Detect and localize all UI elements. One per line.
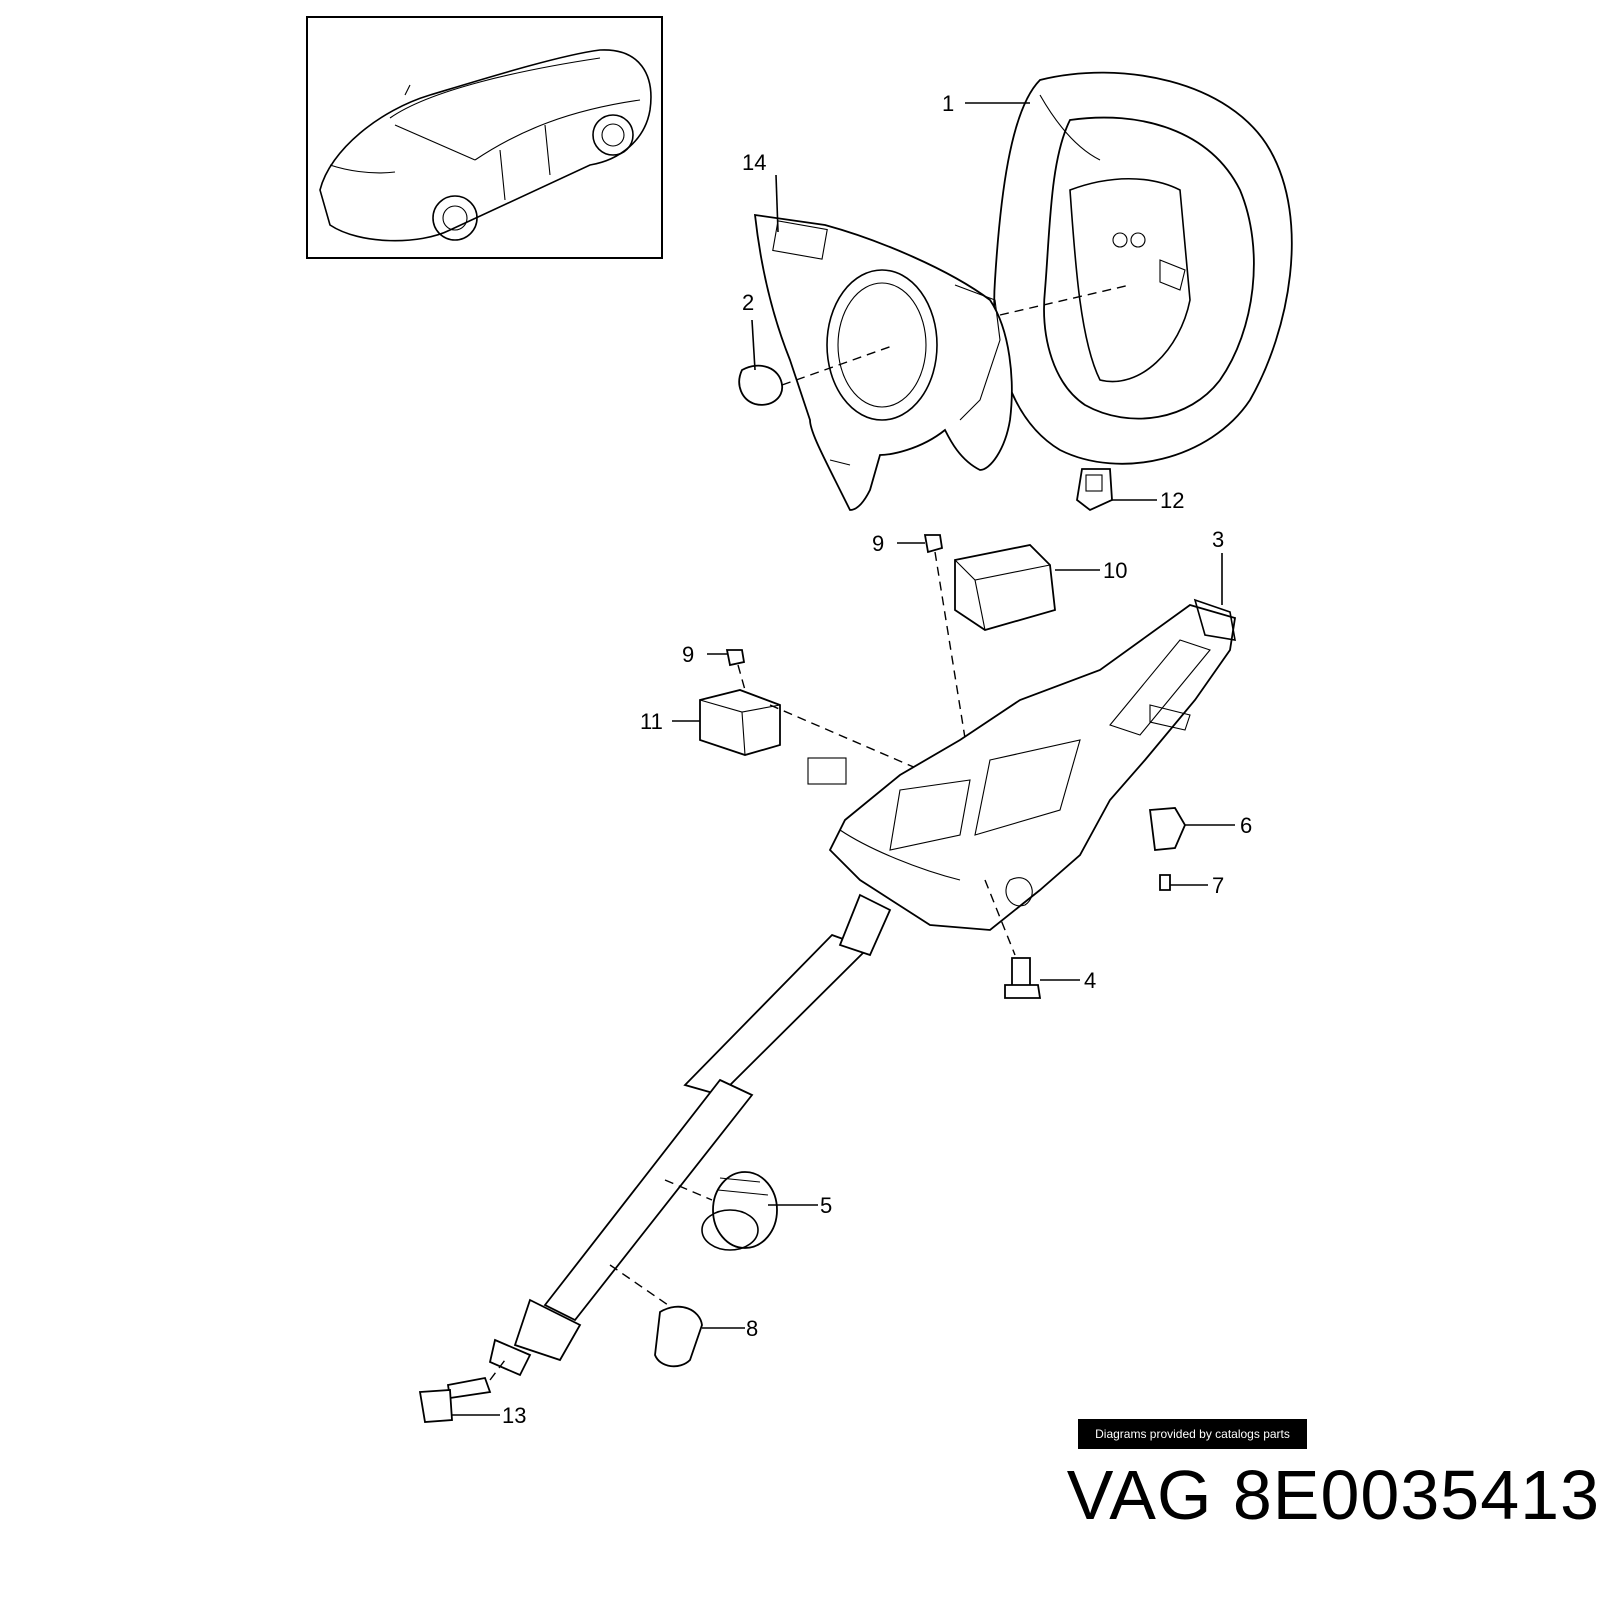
steering-wheel <box>993 71 1293 465</box>
leader-wheel-trim <box>999 284 1131 316</box>
vehicle-thumbnail <box>306 16 663 259</box>
callout-12: 12 <box>1160 488 1184 513</box>
callout-3: 3 <box>1212 527 1224 552</box>
bolt-13 <box>418 1359 506 1423</box>
credit-badge: Diagrams provided by catalogs parts <box>1078 1419 1307 1449</box>
callout-labels: 1 14 2 12 3 9 10 9 11 6 7 4 5 8 13 <box>502 91 1252 1428</box>
bracket-6 <box>1148 807 1187 891</box>
switch-module-12 <box>1076 468 1113 512</box>
steering-column-3 <box>807 598 1237 931</box>
leader-lines <box>452 102 1235 1416</box>
callout-11: 11 <box>640 709 663 734</box>
callout-1: 1 <box>942 91 954 116</box>
callout-6: 6 <box>1240 813 1252 838</box>
bolt-4 <box>984 879 1042 999</box>
boot-8 <box>609 1264 703 1368</box>
callout-5: 5 <box>820 1193 832 1218</box>
callout-10: 10 <box>1103 558 1127 583</box>
callout-14: 14 <box>742 150 766 175</box>
bolt-2 <box>738 344 896 406</box>
ring-5 <box>664 1171 778 1251</box>
steering-wheel-trim <box>753 213 1013 511</box>
callout-2: 2 <box>742 290 754 315</box>
intermediate-shaft <box>488 893 892 1377</box>
callout-9-mid: 9 <box>682 642 694 667</box>
callout-7: 7 <box>1212 873 1224 898</box>
callout-8: 8 <box>746 1316 758 1341</box>
callout-9-top: 9 <box>872 531 884 556</box>
callout-13: 13 <box>502 1403 526 1428</box>
callout-4: 4 <box>1084 968 1096 993</box>
part-number-title: VAG 8E0035413 <box>1066 1456 1600 1534</box>
control-unit-10 <box>923 534 1056 801</box>
